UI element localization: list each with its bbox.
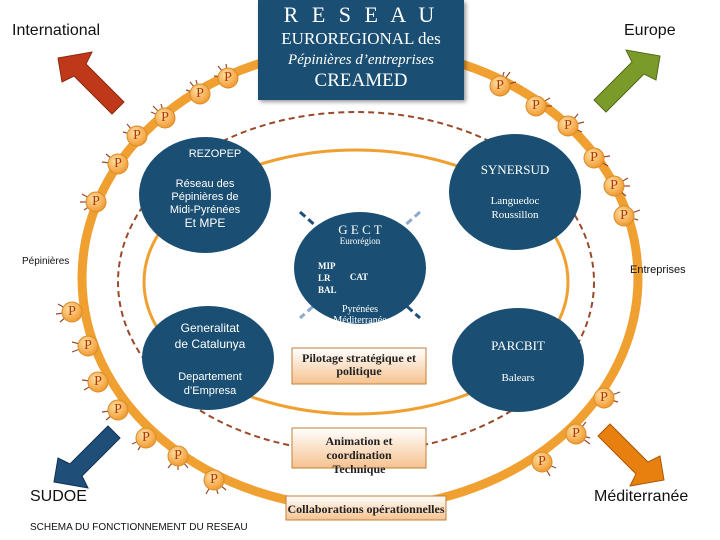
title-line-2: EUROREGIONAL des — [281, 29, 441, 48]
p-node — [565, 423, 587, 445]
pilotage-label-2: politique — [336, 364, 382, 378]
rezopep-desc-3: Midi-Pyrénées — [169, 204, 241, 216]
p-node — [107, 399, 129, 421]
europe-label: Europe — [624, 22, 676, 39]
parcbit-node[interactable] — [452, 308, 584, 412]
gect-region-mip: MIP — [318, 261, 336, 271]
rezopep-desc-4: Et MPE — [184, 216, 226, 230]
p-node — [135, 427, 157, 449]
gect-bottom-2: Méditerranée — [333, 315, 387, 326]
rezopep-name: REZOPEP — [188, 148, 242, 160]
p-circles — [61, 67, 635, 491]
footer-caption: SCHEMA DU FONCTIONNEMENT DU RESEAU — [30, 522, 248, 533]
pilotage-label: Pilotage stratégique et politique — [292, 352, 426, 378]
gect-region-lr: LR — [318, 273, 331, 283]
synersud-desc-2: Roussillon — [491, 209, 539, 221]
mediterranee-label: Méditerranée — [594, 488, 689, 505]
p-node — [531, 451, 553, 473]
p-node — [77, 335, 99, 357]
p-node — [61, 301, 83, 323]
europe-arrow-icon — [593, 49, 661, 113]
p-node — [613, 205, 635, 227]
animation-box — [291, 427, 427, 469]
rezopep-desc-2: Pépinières de — [171, 191, 239, 203]
p-node — [126, 125, 148, 147]
mediterranee-arrow-icon — [597, 423, 665, 487]
generalitat-name: Generalitat de Catalunya — [160, 320, 260, 352]
pilotage-label-1: Pilotage stratégique et — [302, 351, 416, 365]
sudoe-label: SUDOE — [30, 488, 87, 505]
animation-label-2: Technique — [332, 462, 386, 476]
inner-solid-ring — [142, 148, 570, 416]
entreprises-label: Entreprises — [630, 264, 686, 276]
animation-label: Animation et coordination Technique — [292, 434, 426, 476]
gect-region-cat: CAT — [349, 272, 369, 282]
p-node — [217, 67, 239, 89]
generalitat-name-2: de Catalunya — [174, 337, 246, 351]
generalitat-desc-1: Departement — [178, 371, 242, 383]
p-node — [107, 153, 129, 175]
rezopep-desc-1: Réseau des — [175, 178, 235, 190]
gect-bottom: Pyrénées Méditerranée — [318, 304, 402, 326]
p-node — [557, 115, 579, 137]
generalitat-node[interactable] — [142, 306, 274, 410]
gect-name: G E C T — [338, 222, 382, 237]
p-node — [203, 469, 225, 491]
p-node — [85, 191, 107, 213]
rezopep-node[interactable] — [139, 137, 271, 253]
parcbit-description: Balears — [501, 372, 535, 384]
parcbit-name: PARCBIT — [491, 338, 545, 353]
synersud-description: Languedoc Roussillon — [462, 194, 568, 222]
title-line-1: R E S E A U — [283, 2, 439, 27]
p-node — [525, 95, 547, 117]
gect-bottom-1: Pyrénées — [341, 304, 379, 315]
p-node — [189, 83, 211, 105]
international-arrow-icon — [57, 51, 125, 115]
title-line-4: CREAMED — [314, 70, 408, 91]
rezopep-description: Réseau des Pépinières de Midi-Pyrénées E… — [150, 178, 260, 230]
gect-region-bal: BAL — [318, 285, 337, 295]
network-title: R E S E A U EUROREGIONAL des Pépinières … — [258, 0, 464, 100]
pepinieres-label: Pépinières — [22, 256, 70, 267]
generalitat-desc-2: d’Empresa — [183, 385, 237, 397]
title-line-3: Pépinières d’entreprises — [288, 52, 434, 68]
collab-box — [285, 495, 447, 521]
p-node — [489, 75, 511, 97]
synersud-node[interactable] — [449, 134, 581, 250]
gect-node[interactable] — [294, 212, 426, 324]
p-node — [603, 175, 625, 197]
generalitat-name-1: Generalitat — [180, 321, 240, 335]
collab-label: Collaborations opérationnelles — [287, 502, 445, 516]
generalitat-description: Departement d’Empresa — [160, 370, 260, 398]
synersud-name: SYNERSUD — [480, 162, 550, 177]
synersud-desc-1: Languedoc — [490, 195, 540, 207]
international-label: International — [12, 22, 101, 39]
gect-regions: MIP LR BAL — [318, 260, 342, 296]
p-node — [593, 387, 615, 409]
sudoe-arrow-icon — [53, 425, 121, 489]
pilotage-box — [291, 347, 427, 385]
p-node — [154, 107, 176, 129]
animation-label-1: Animation et coordination — [325, 434, 393, 462]
p-node — [583, 147, 605, 169]
p-node — [167, 445, 189, 467]
p-node — [87, 371, 109, 393]
gect-subtitle: Eurorégion — [339, 236, 381, 246]
